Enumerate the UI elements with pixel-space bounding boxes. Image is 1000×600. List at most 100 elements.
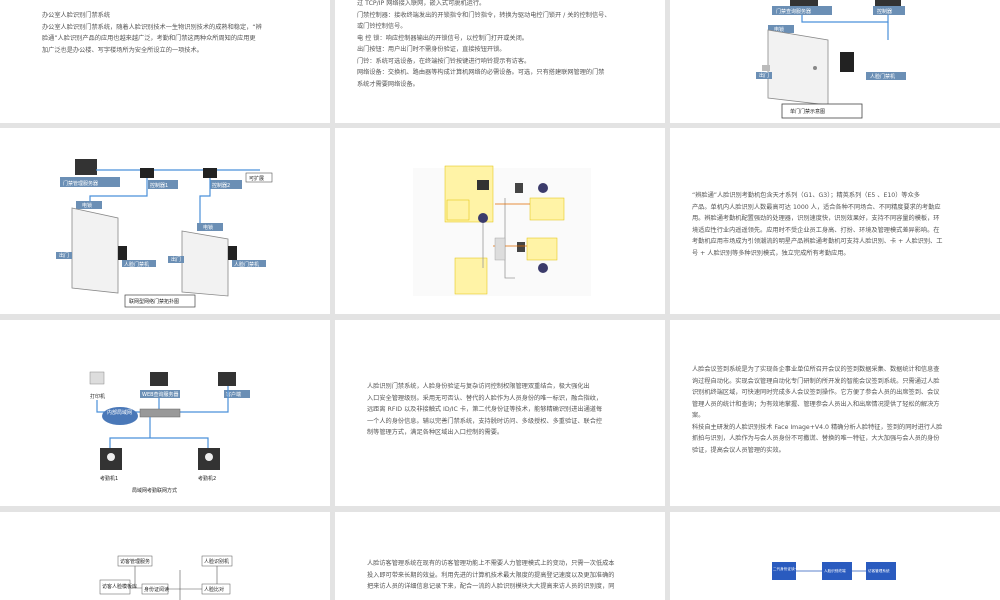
web-server-label: WEB查询服务器 — [142, 391, 179, 398]
text-line: 验证，提高会议人员管理的实效。 — [692, 446, 785, 454]
face-reader-icon — [840, 52, 854, 72]
device1-label: 考勤机1 — [100, 475, 118, 482]
text-line: 电 控 锁：响应控制器输出的开锁信号，以控制门打开或关闭。 — [357, 34, 528, 42]
slide-access-flow-image[interactable] — [335, 128, 665, 314]
text-line: 把来访人员的详细信息记录下来，配合一流的人脸识别模块大大提高来访人员的识别度，同 — [367, 583, 615, 590]
exit-button-icon — [762, 65, 770, 71]
button-label: 出门 — [759, 72, 769, 79]
slide-visitor-management[interactable]: 人脸访客管理系统在现有的访客管理功能上不需要人力管理模式上的变动，只需一次低成本… — [335, 512, 665, 600]
text-line: 科技自主研发的人脸识别技术 Face Image+V4.0 精确分析人脸特征，签… — [692, 423, 943, 431]
controller2-label: 控制器2 — [212, 182, 230, 189]
reader-label: 人脸门禁机 — [870, 73, 895, 80]
client-icon — [218, 372, 236, 386]
text-line: 系统才需要网络设备。 — [357, 80, 419, 88]
reader2-label: 人脸门禁机 — [234, 261, 259, 268]
client-label: 客户端 — [226, 391, 241, 398]
controller-icon — [873, 0, 905, 15]
server-icon — [772, 0, 832, 15]
slide-lan-attendance-diagram[interactable]: 打印机 WEB查询服务器 客户端 内部局域网 考勤机1 考勤机2 局域网考勤联网… — [0, 320, 330, 506]
text-line: 网络设备：交换机、路由器等构成计算机网络的必需设备。可选，只有搭建联网管理的门禁 — [357, 69, 605, 76]
text-line: 案。 — [692, 412, 705, 419]
text-line: 加广泛也是办公楼、写字楼场所为安全所设立的一项技术。 — [42, 46, 203, 54]
slide-text: “辨脸通”人脸识别考勤机包含天才系列（G1、G3）；精英系列（E5 、E10）等… — [692, 190, 992, 259]
text-line: 一个人的身份信息。辅以完善门禁系统，支持脱时访问、多级授权、多重验证、联合控 — [367, 417, 603, 425]
text-line: 识别机终端区域，可快速同时完成多人会议签到操作。它方便了参会人员的出席签到、会议 — [692, 389, 940, 396]
slide-office-face-access-intro[interactable]: 办公室人脸识别门禁系统 办公室人脸识别门禁系统，随着人脸识别技术一生物识别技术的… — [0, 0, 330, 123]
slide-visitor-system-blocks[interactable]: 二代身份证读卡器 人脸识别终端 访客管理系统 — [670, 512, 1000, 600]
slide-network-door-diagram[interactable]: 门禁管理服务器 控制器1 控制器2 可扩展 电锁 电锁 出门 出门 人脸门禁机 — [0, 128, 330, 314]
device2-label: 考勤机2 — [198, 475, 216, 482]
door-icon — [181, 230, 229, 297]
text-line: 办公室人脸识别门禁系统，随着人脸识别技术一生物识别技术的成熟和稳定，“辨 — [42, 23, 262, 31]
switch-icon — [139, 408, 181, 418]
text-line: 脸通”人脸识别产品的应用也越来越广泛，考勤和门禁这两种众所周知的应用更 — [42, 35, 256, 42]
lan-attendance-diagram: 打印机 WEB查询服务器 客户端 内部局域网 考勤机1 考勤机2 局域网考勤联网… — [89, 371, 250, 494]
face-reader-icon — [228, 246, 237, 260]
text-line: 产品。单机内人脸识别人数最高可达 1000 人，适合各种不同场合、不同精度要求的… — [692, 203, 941, 211]
flow-box: 身份证阅读 — [144, 586, 169, 593]
slide-text: 人脸识别门禁系统，人脸身份验证与复杂访问控制权限管理双重结合，极大强化出 入口安… — [367, 381, 659, 439]
controller1-label: 控制器1 — [150, 182, 168, 189]
text-line: 门铃：系统可选设备，在终端按门铃按键进行响铃提示有访客。 — [357, 57, 531, 65]
text-line: 用。辨脸通考勤机配置强劲的处理器，识别速度快，识别效果好，支持不同容量的模板，环 — [692, 215, 940, 222]
slide-text: 办公室人脸识别门禁系统 办公室人脸识别门禁系统，随着人脸识别技术一生物识别技术的… — [42, 10, 312, 56]
text-line: 人脸访客管理系统在现有的访客管理功能上不需要人力管理模式上的变动，只需一次低成本 — [367, 560, 615, 567]
button2-label: 出门 — [171, 256, 181, 263]
slide-visitor-flow[interactable]: 访客管理服务 人脸识别机 访客人脸模板库 身份证阅读 人脸比对 — [0, 512, 330, 600]
network-door-diagram: 门禁管理服务器 控制器1 控制器2 可扩展 电锁 电锁 出门 出门 人脸门禁机 — [56, 159, 273, 308]
server-label: 门禁管理服务器 — [63, 180, 98, 187]
block-label: 二代身份证读卡器 — [773, 566, 802, 571]
single-door-diagram: 门禁查询服务器 控制器 电锁 出门 人脸门禁机 单门门禁示意图 — [756, 0, 906, 119]
text-line: “辨脸通”人脸识别考勤机包含天才系列（G1、G3）；精英系列（E5 、E10）等… — [692, 192, 920, 199]
reader1-label: 人脸门禁机 — [124, 261, 149, 268]
text-line: 抓拍与识别，人脸作为与会人员身份不可撒谎、替换的唯一特征，大大加强与会人员的身份 — [692, 435, 940, 442]
flow-box: 人脸识别机 — [204, 558, 229, 565]
text-line: 门禁控制器：接收终端发出的开锁指令和门铃指令，转换为驱动电控门锁开 / 关的控制… — [357, 11, 611, 19]
printer-label: 打印机 — [90, 393, 105, 400]
controller-icon — [140, 168, 154, 178]
text-line: 制等管理方式，满足各种区域出入口控制的需要。 — [367, 429, 504, 436]
flow-box: 访客管理服务 — [120, 558, 150, 565]
visitor-system-blocks: 二代身份证读卡器 人脸识别终端 访客管理系统 — [772, 562, 896, 580]
text-line: 出门按钮：用户出门时不需身份验证，直接按钮开锁。 — [357, 46, 506, 53]
access-flow-image — [413, 165, 591, 296]
expand-label: 可扩展 — [249, 175, 264, 182]
lock1-label: 电锁 — [82, 202, 92, 209]
controller-label: 控制器 — [877, 8, 892, 15]
text-line: 管理人员的统计和查询；为有效地掌握、管理参会人员出入和出席情况提供了轻松的解决方 — [692, 400, 940, 408]
slide-meeting-signin[interactable]: 人脸会议签到系统是为了实现各企事业单位所召开会议的签到数据采集、数据统计和信息查… — [670, 320, 1000, 506]
net-label: 内部局域网 — [107, 409, 132, 416]
flow-box: 访客人脸模板库 — [102, 583, 137, 590]
text-line: 号 + 人脸识别等多种识别模式，独立完成所有考勤应用。 — [692, 249, 850, 257]
text-line: 询过程自动化。实现会议管理自动化专门研制的所开发的智能会议签到系统。只需通过人脸 — [692, 377, 940, 385]
text-line: 人脸会议签到系统是为了实现各企事业单位所召开会议的签到数据采集、数据统计和信息查 — [692, 366, 940, 373]
slide-face-access-description[interactable]: 人脸识别门禁系统，人脸身份验证与复杂访问控制权限管理双重结合，极大强化出 入口安… — [335, 320, 665, 506]
face-reader-icon — [118, 246, 127, 260]
button1-label: 出门 — [59, 252, 69, 259]
block-label: 人脸识别终端 — [824, 568, 846, 573]
text-line: 办公室人脸识别门禁系统 — [42, 12, 111, 19]
text-line: 境适应性行业内遥遥领先。应用时不受企业员工身高、打扮、环境及管理模式差异影响。在 — [692, 226, 940, 234]
diagram-caption: 单门门禁示意图 — [790, 108, 825, 115]
diagram-caption: 局域网考勤联网方式 — [132, 487, 177, 494]
text-line: 入口安全管理级别。采用无可否认、替代的人脸作为人员身份的唯一标识，融合指纹， — [367, 394, 603, 402]
slide-text: 过 TCP/IP 网络接入联网，嵌入式可脱机运行。 门禁控制器：接收终端发出的开… — [357, 0, 657, 90]
block-label: 访客管理系统 — [868, 568, 890, 573]
slide-system-components[interactable]: 过 TCP/IP 网络接入联网，嵌入式可脱机运行。 门禁控制器：接收终端发出的开… — [335, 0, 665, 123]
slide-text: 人脸会议签到系统是为了实现各企事业单位所召开会议的签到数据采集、数据统计和信息查… — [692, 364, 992, 456]
text-line: 或门铃控制信号。 — [357, 23, 407, 30]
visitor-flow-diagram: 访客管理服务 人脸识别机 访客人脸模板库 身份证阅读 人脸比对 — [99, 555, 233, 600]
text-line: 远距离 RFID 以及非接触式 ID/IC 卡，第二代身份证等技术，能够精确识别… — [367, 406, 603, 413]
controller-icon — [203, 168, 217, 178]
printer-icon — [89, 371, 105, 385]
text-line: 过 TCP/IP 网络接入联网，嵌入式可脱机运行。 — [357, 0, 486, 7]
text-line: 人脸识别门禁系统，人脸身份验证与复杂访问控制权限管理双重结合，极大强化出 — [367, 383, 590, 390]
slide-single-door-diagram[interactable]: 门禁查询服务器 控制器 电锁 出门 人脸门禁机 单门门禁示意图 — [670, 0, 1000, 123]
door-icon — [71, 207, 119, 294]
server-label: 门禁查询服务器 — [776, 8, 811, 15]
text-line: 考勤机应用市场成为引领潮流的明星产品辨脸通考勤机可支持人脸识别、卡 + 人脸识别… — [692, 238, 943, 245]
flow-box: 人脸比对 — [204, 586, 224, 593]
slide-attendance-products[interactable]: “辨脸通”人脸识别考勤机包含天才系列（G1、G3）；精英系列（E5 、E10）等… — [670, 128, 1000, 314]
text-line: 投入即可带来长期的效益。利用先进的计算机技术最大限度的提高登记速度以及更加准确的 — [367, 571, 615, 579]
